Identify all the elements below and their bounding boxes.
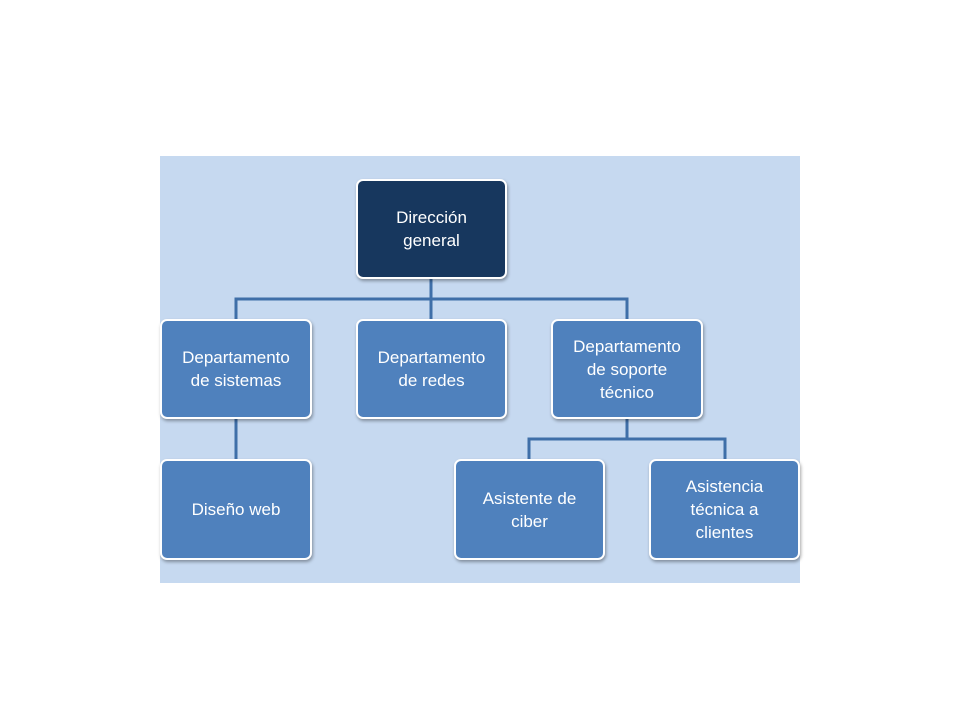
node-asistente-de-ciber: Asistente de ciber <box>454 459 605 560</box>
node-departamento-soporte-tecnico: Departamento de soporte técnico <box>551 319 703 419</box>
node-departamento-sistemas: Departamento de sistemas <box>160 319 312 419</box>
node-diseno-web: Diseño web <box>160 459 312 560</box>
node-departamento-redes: Departamento de redes <box>356 319 507 419</box>
node-direccion-general: Dirección general <box>356 179 507 279</box>
node-asistencia-tecnica-clientes: Asistencia técnica a clientes <box>649 459 800 560</box>
